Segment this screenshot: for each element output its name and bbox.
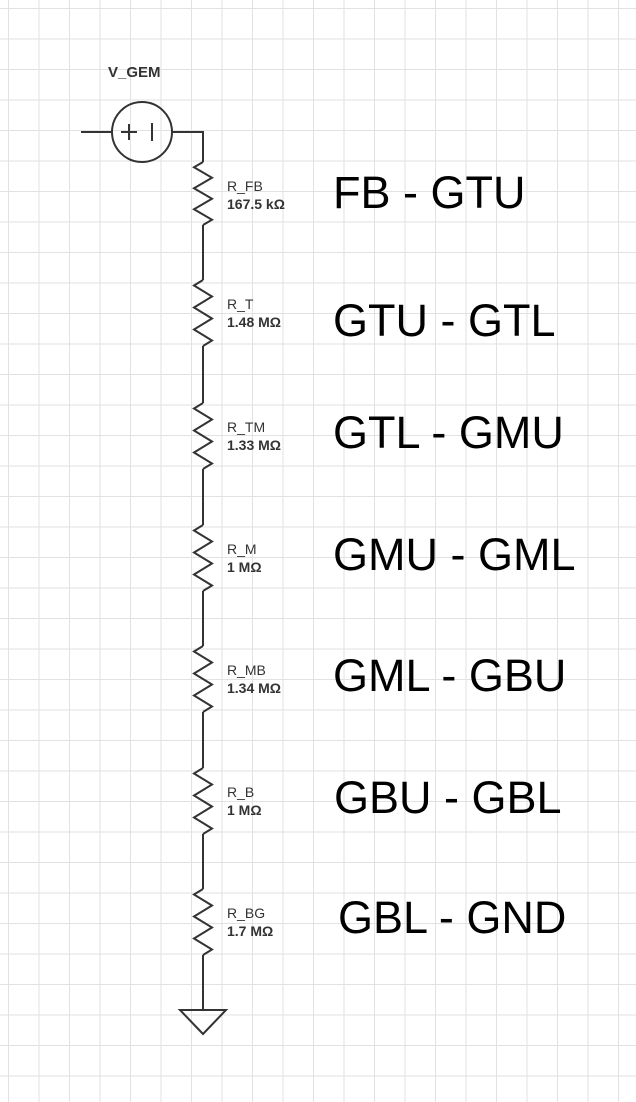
resistor-value-r-t: 1.48 MΩ xyxy=(227,314,282,330)
node-label-gtu-gtl: GTU - GTL xyxy=(333,295,556,346)
node-label-gbl-gnd: GBL - GND xyxy=(338,892,567,943)
resistor-r-tm-symbol xyxy=(192,402,214,470)
resistor-r-t-symbol xyxy=(192,279,214,347)
resistor-name-r-fb: R_FB xyxy=(227,178,263,194)
node-label-gtl-gmu: GTL - GMU xyxy=(333,407,564,458)
resistor-value-r-b: 1 MΩ xyxy=(227,802,262,818)
resistor-name-r-b: R_B xyxy=(227,784,255,800)
resistor-r-mb-symbol xyxy=(192,645,214,713)
node-label-gml-gbu: GML - GBU xyxy=(333,650,567,701)
resistor-r-b-symbol xyxy=(192,767,214,835)
resistor-name-r-t: R_T xyxy=(227,296,254,312)
resistor-name-r-m: R_M xyxy=(227,541,257,557)
resistor-value-r-bg: 1.7 MΩ xyxy=(227,923,274,939)
node-label-gbu-gbl: GBU - GBL xyxy=(334,772,562,823)
node-label-gmu-gml: GMU - GML xyxy=(333,529,576,580)
resistor-name-r-mb: R_MB xyxy=(227,662,266,678)
resistor-value-r-mb: 1.34 MΩ xyxy=(227,680,282,696)
resistor-r-bg-symbol xyxy=(192,888,214,956)
resistor-value-r-tm: 1.33 MΩ xyxy=(227,437,282,453)
resistor-name-r-bg: R_BG xyxy=(227,905,266,921)
voltage-source-symbol xyxy=(111,101,173,163)
resistor-r-fb-symbol xyxy=(192,161,214,226)
ground-symbol xyxy=(177,961,229,1036)
source-label: V_GEM xyxy=(108,64,161,81)
resistor-name-r-tm: R_TM xyxy=(227,419,266,435)
resistor-r-m-symbol xyxy=(192,524,214,592)
node-label-fb-gtu: FB - GTU xyxy=(333,167,526,218)
resistor-value-r-fb: 167.5 kΩ xyxy=(227,196,285,212)
resistor-value-r-m: 1 MΩ xyxy=(227,559,262,575)
